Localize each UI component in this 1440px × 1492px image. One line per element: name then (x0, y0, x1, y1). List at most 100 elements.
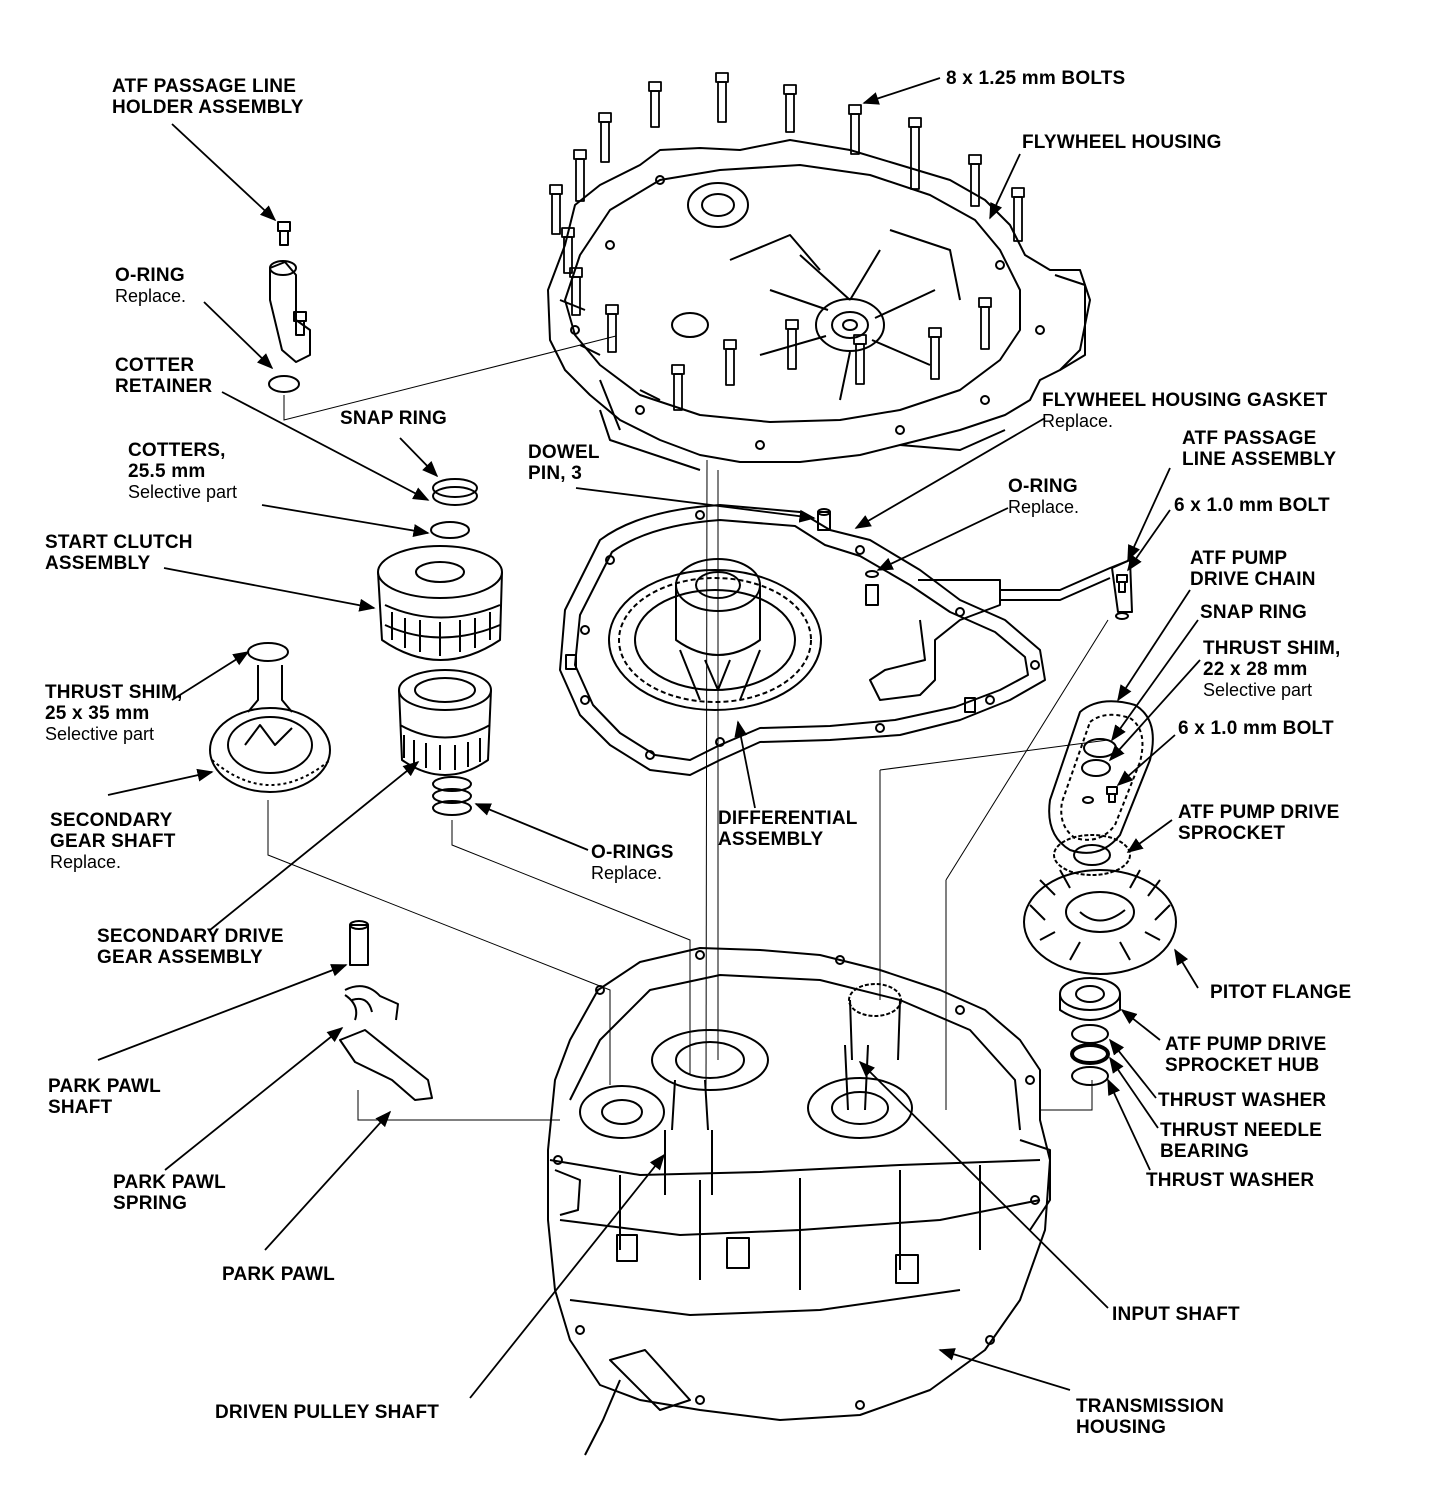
label-line: ATF PASSAGE LINE (112, 76, 297, 97)
label-note: Replace. (591, 863, 663, 883)
label-thrust-washer-bottom: THRUST WASHER (1146, 1170, 1314, 1191)
label-line: HOUSING (1076, 1417, 1167, 1438)
label-thrust-shim-25x35: THRUST SHIM, 25 x 35 mm Selective part (45, 682, 183, 745)
label-snap-ring-left: SNAP RING (340, 408, 447, 429)
o-rings-part (432, 776, 472, 816)
label-o-rings: O-RINGS Replace. (591, 842, 674, 884)
label-atf-passage-line-assembly: ATF PASSAGE LINE ASSEMBLY (1182, 428, 1336, 470)
park-pawl-spring-part (344, 985, 399, 1021)
label-line: ATF PUMP DRIVE (1165, 1034, 1327, 1055)
atf-pump-drive-sprocket (1053, 834, 1131, 876)
label-line: THRUST NEEDLE (1160, 1120, 1322, 1141)
label-line: SNAP RING (1200, 602, 1308, 623)
label-line: PIN, 3 (528, 463, 582, 484)
label-line: COTTER (115, 355, 195, 376)
thrust-shim-22x28-part (1081, 759, 1111, 777)
label-thrust-shim-22x28: THRUST SHIM, 22 x 28 mm Selective part (1203, 638, 1341, 701)
label-atf-pump-drive-chain: ATF PUMP DRIVE CHAIN (1190, 548, 1316, 590)
label-line: PARK PAWL (222, 1264, 335, 1285)
o-ring-mid-part (865, 570, 879, 606)
label-snap-ring-right: SNAP RING (1200, 602, 1307, 623)
label-pitot-flange: PITOT FLANGE (1210, 982, 1351, 1003)
label-6x10-bolt-mid: 6 x 1.0 mm BOLT (1178, 718, 1334, 739)
label-line: THRUST SHIM, (45, 682, 183, 703)
label-driven-pulley-shaft: DRIVEN PULLEY SHAFT (215, 1402, 439, 1423)
cotters-part (430, 521, 470, 539)
label-line: RETAINER (115, 376, 213, 397)
label-line: FLYWHEEL HOUSING (1022, 132, 1222, 153)
label-line: DRIVEN PULLEY SHAFT (215, 1402, 440, 1423)
label-line: DRIVE CHAIN (1190, 569, 1316, 590)
label-line: THRUST SHIM, (1203, 638, 1341, 659)
bolt-6x10-mid-part (1082, 786, 1118, 804)
label-atf-pump-drive-sprocket-hub: ATF PUMP DRIVE SPROCKET HUB (1165, 1034, 1327, 1076)
label-note: Selective part (128, 482, 238, 502)
label-o-ring-mid: O-RING Replace. (1008, 476, 1079, 518)
label-note: Selective part (1203, 680, 1313, 700)
thrust-washers-and-bearing (1070, 1024, 1110, 1086)
label-line: TRANSMISSION (1076, 1396, 1225, 1417)
label-line: PARK PAWL (48, 1076, 161, 1097)
label-line: SPROCKET (1178, 823, 1286, 844)
label-line: GEAR SHAFT (50, 831, 176, 852)
label-line: 8 x 1.25 mm BOLTS (946, 68, 1126, 89)
alignment-lines (267, 335, 1109, 1121)
label-secondary-gear-shaft: SECONDARY GEAR SHAFT Replace. (50, 810, 176, 873)
label-line: SPRING (113, 1193, 188, 1214)
atf-pump-drive-sprocket-hub (1059, 977, 1121, 1021)
label-line: SHAFT (48, 1097, 113, 1118)
leader-arrows (97, 77, 1201, 1399)
label-line: DIFFERENTIAL (718, 808, 858, 829)
label-line: 22 x 28 mm (1203, 659, 1308, 680)
label-line: FLYWHEEL HOUSING GASKET (1042, 390, 1328, 411)
flywheel-housing-gasket (559, 504, 1131, 776)
label-start-clutch-assembly: START CLUTCH ASSEMBLY (45, 532, 193, 574)
label-flywheel-housing-gasket: FLYWHEEL HOUSING GASKET Replace. (1042, 390, 1327, 432)
label-line: ASSEMBLY (45, 553, 151, 574)
secondary-drive-gear-assembly (398, 669, 492, 776)
label-line: BEARING (1160, 1141, 1250, 1162)
park-pawl-shaft-part (349, 920, 369, 966)
label-line: GEAR ASSEMBLY (97, 947, 263, 968)
label-line: ASSEMBLY (718, 829, 824, 850)
dowel-pin-part (565, 508, 976, 713)
label-line: ATF PUMP (1190, 548, 1288, 569)
label-note: Replace. (50, 852, 122, 872)
label-park-pawl-spring: PARK PAWL SPRING (113, 1172, 226, 1214)
label-line: SNAP RING (340, 408, 448, 429)
label-park-pawl-shaft: PARK PAWL SHAFT (48, 1076, 161, 1118)
label-line: PITOT FLANGE (1210, 982, 1352, 1003)
label-line: START CLUTCH (45, 532, 193, 553)
label-6x10-bolt-top: 6 x 1.0 mm BOLT (1174, 495, 1330, 516)
transmission-housing (547, 947, 1051, 1456)
label-line: THRUST WASHER (1146, 1170, 1315, 1191)
label-line: 6 x 1.0 mm BOLT (1174, 495, 1330, 516)
label-thrust-needle-bearing: THRUST NEEDLE BEARING (1160, 1120, 1322, 1162)
label-line: SPROCKET HUB (1165, 1055, 1320, 1076)
label-line: ATF PUMP DRIVE (1178, 802, 1340, 823)
thrust-shim-25x35 (247, 642, 289, 662)
label-line: HOLDER ASSEMBLY (112, 97, 304, 118)
flywheel-housing-bolts (549, 72, 1025, 411)
label-note: Replace. (1008, 497, 1080, 517)
label-line: COTTERS, (128, 440, 226, 461)
label-line: INPUT SHAFT (1112, 1304, 1240, 1325)
label-cotters: COTTERS, 25.5 mm Selective part (128, 440, 237, 503)
label-note: Replace. (1042, 411, 1114, 431)
label-line: DOWEL (528, 442, 600, 463)
label-differential-assembly: DIFFERENTIAL ASSEMBLY (718, 808, 858, 850)
label-input-shaft: INPUT SHAFT (1112, 1304, 1240, 1325)
label-line: O-RING (115, 265, 185, 286)
secondary-gear-shaft (209, 665, 331, 793)
label-line: 6 x 1.0 mm BOLT (1178, 718, 1334, 739)
label-line: O-RINGS (591, 842, 674, 863)
label-line: SECONDARY DRIVE (97, 926, 284, 947)
park-pawl-part (339, 1029, 433, 1101)
atf-passage-line-holder (268, 221, 311, 393)
label-line: 25.5 mm (128, 461, 206, 482)
label-line: SECONDARY (50, 810, 173, 831)
atf-pump-drive-chain (1048, 700, 1154, 854)
label-thrust-washer-top: THRUST WASHER (1158, 1090, 1326, 1111)
label-park-pawl: PARK PAWL (222, 1264, 335, 1285)
